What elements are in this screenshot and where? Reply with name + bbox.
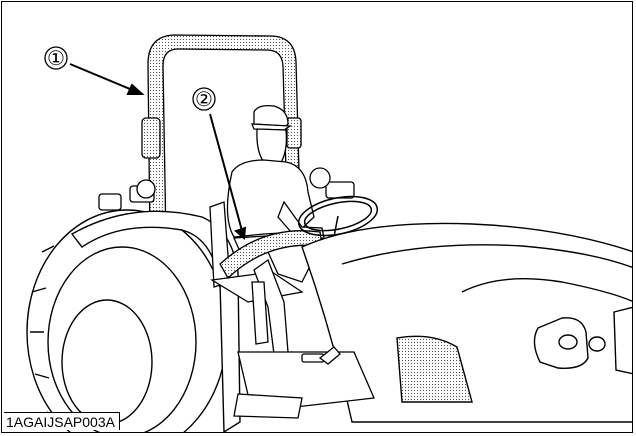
rear-tire: [26, 209, 228, 432]
platform: [233, 281, 375, 419]
callout-2-number: ②: [195, 89, 213, 111]
callout-1-number: ①: [47, 48, 65, 70]
hood: [301, 222, 632, 423]
callout-2: ②: [192, 87, 216, 111]
operator: [226, 104, 325, 379]
rear-lights: [98, 167, 355, 211]
leader-lines: [69, 63, 247, 241]
callout-1: ①: [44, 46, 68, 70]
figure-code: 1AGAIJSAP003A: [4, 412, 120, 430]
